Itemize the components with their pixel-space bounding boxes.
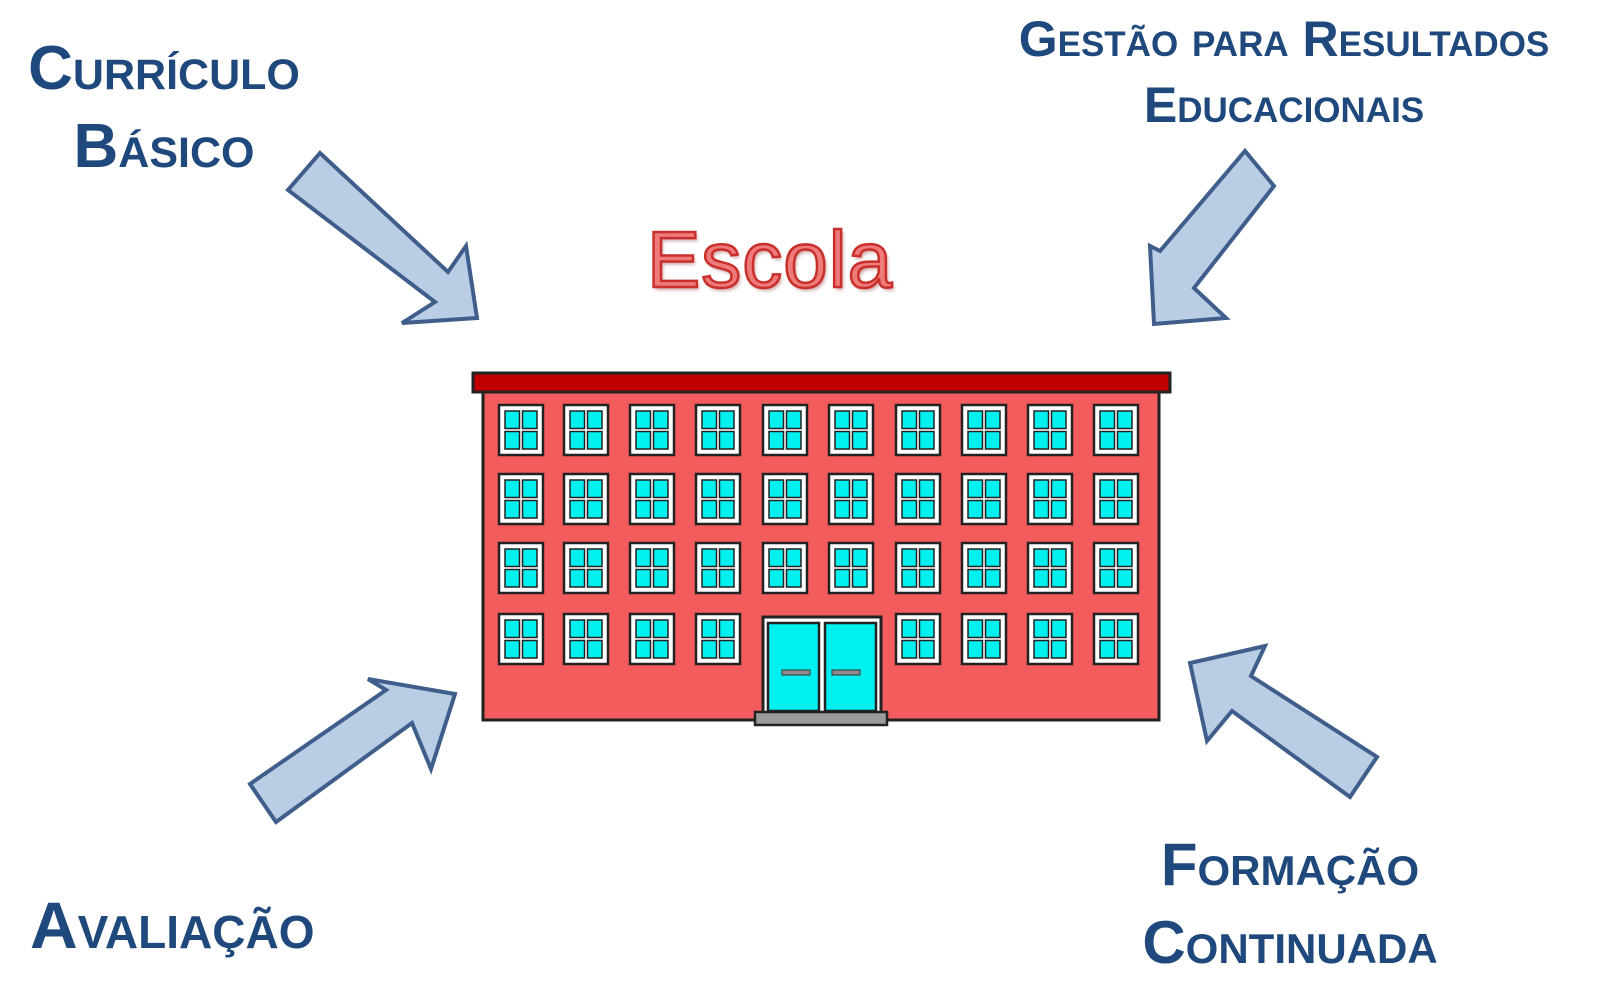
door-step (753, 710, 889, 727)
window (694, 612, 742, 666)
label-line: Avaliação (30, 888, 315, 962)
label-line: Continuada (1142, 909, 1438, 976)
arrow-top-left (285, 150, 480, 325)
window (960, 612, 1008, 666)
window (694, 403, 742, 457)
label-bottom-right: Formação Continuada (1110, 826, 1470, 982)
window (628, 612, 676, 666)
block-arrow-icon (285, 150, 480, 325)
block-arrow-icon (1147, 147, 1277, 327)
window (1092, 541, 1140, 595)
window (761, 472, 809, 526)
window (497, 472, 545, 526)
window (894, 612, 942, 666)
label-line: Formação (1160, 831, 1420, 898)
block-arrow-icon (247, 677, 458, 825)
window (562, 403, 610, 457)
window (1026, 472, 1074, 526)
window (761, 403, 809, 457)
window (562, 612, 610, 666)
label-line: Educacionais (1143, 77, 1425, 133)
window (1026, 403, 1074, 457)
arrow-bottom-right (1187, 643, 1380, 800)
window (1026, 612, 1074, 666)
windows-group (497, 403, 1140, 666)
center-title: Escola (646, 214, 894, 306)
label-line: Básico (73, 112, 255, 181)
building-roof (471, 371, 1172, 394)
window (1026, 541, 1074, 595)
window (761, 541, 809, 595)
window (694, 472, 742, 526)
window (562, 472, 610, 526)
window (628, 472, 676, 526)
school-building-icon (471, 371, 1172, 727)
arrow-top-right (1147, 147, 1277, 327)
window (827, 403, 875, 457)
block-arrow-icon (1187, 643, 1380, 800)
window (960, 541, 1008, 595)
label-line: Currículo (28, 34, 300, 103)
label-line: Gestão para Resultados (1018, 11, 1550, 67)
window (1092, 472, 1140, 526)
label-top-right: Gestão para Resultados Educacionais (964, 6, 1604, 138)
window (628, 541, 676, 595)
label-top-left: Currículo Básico (14, 30, 314, 186)
window (694, 541, 742, 595)
window (497, 612, 545, 666)
window (894, 472, 942, 526)
window (497, 541, 545, 595)
door (753, 615, 889, 727)
arrow-bottom-left (247, 677, 458, 825)
window (628, 403, 676, 457)
window (1092, 612, 1140, 666)
window (562, 541, 610, 595)
window (1092, 403, 1140, 457)
label-bottom-left: Avaliação (30, 892, 314, 958)
window (894, 541, 942, 595)
window (894, 403, 942, 457)
window (960, 472, 1008, 526)
window (960, 403, 1008, 457)
window (497, 403, 545, 457)
window (827, 472, 875, 526)
window (827, 541, 875, 595)
